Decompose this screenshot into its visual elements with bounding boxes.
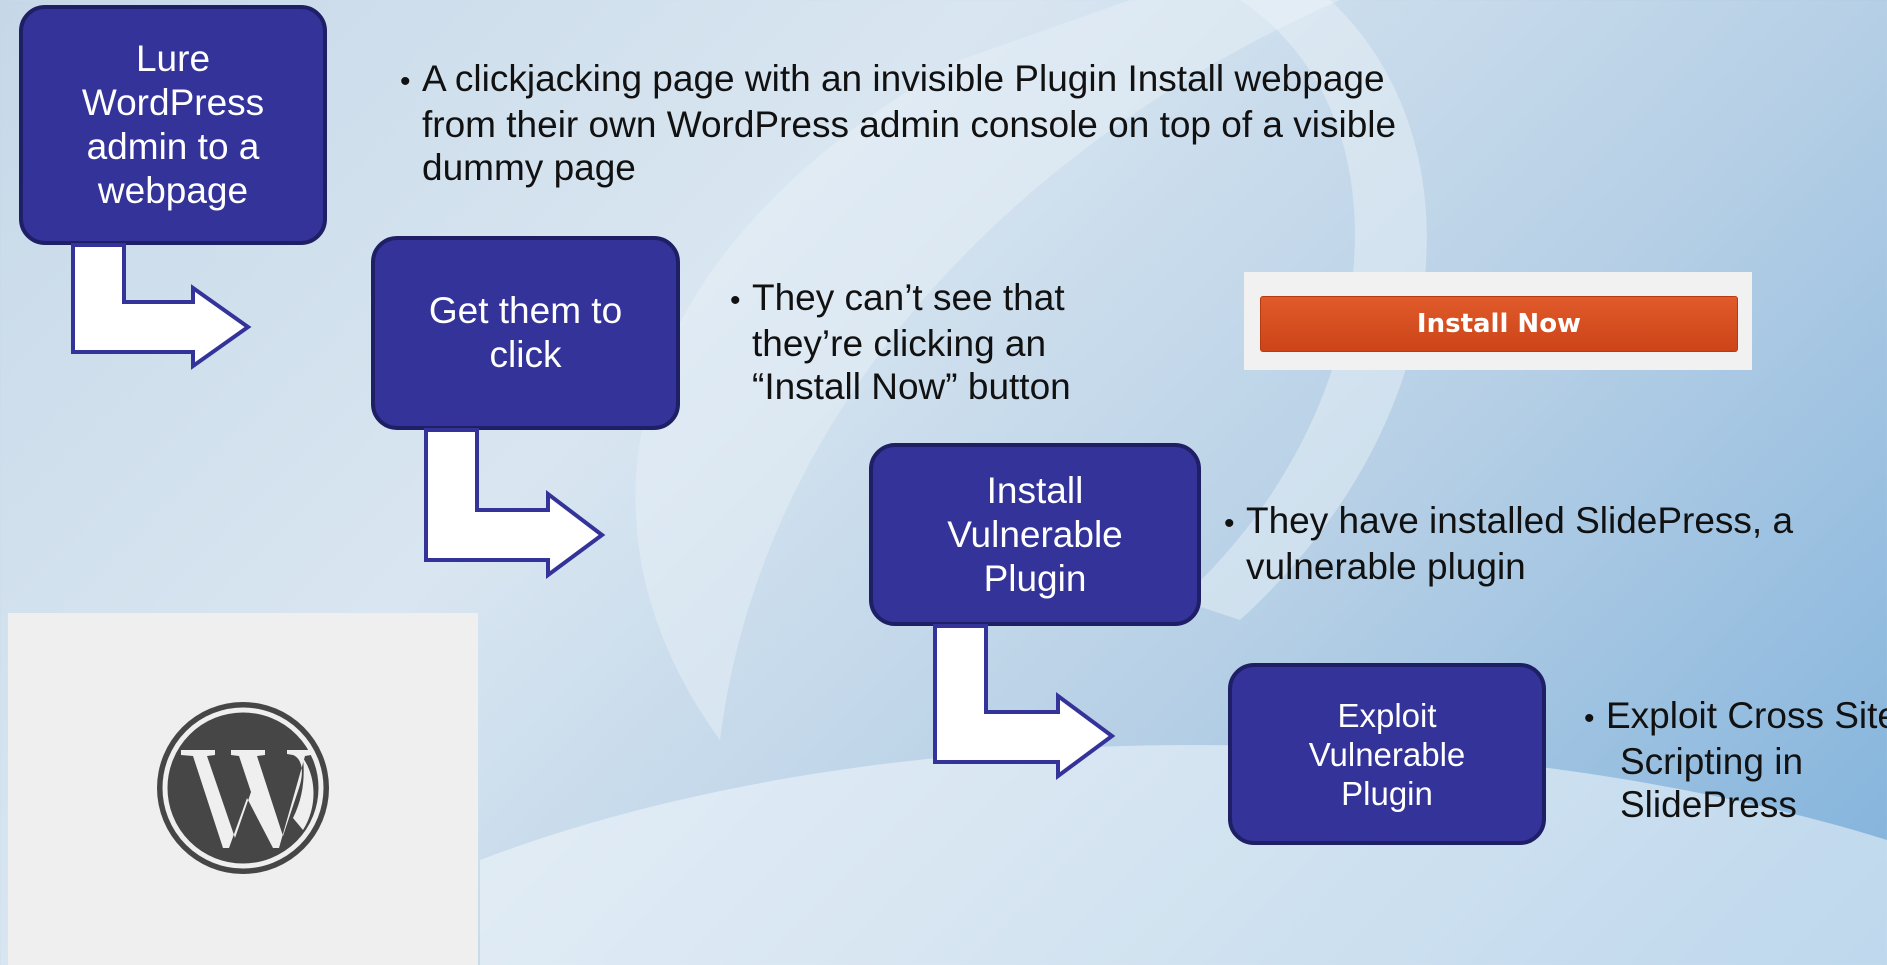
step-lure-line: admin to a [86,126,260,167]
step-box-install: Install Vulnerable Plugin [869,443,1201,626]
step-click-line: click [489,334,562,375]
step-lure-line: webpage [97,170,249,211]
step-exploit-line: Vulnerable [1308,735,1466,773]
step-box-exploit: Exploit Vulnerable Plugin [1228,663,1546,845]
install-now-button[interactable]: Install Now [1260,296,1738,352]
step-box-lure: Lure WordPress admin to a webpage [19,5,327,245]
step-install-line: Install [986,469,1084,511]
step-exploit-line: Exploit [1337,696,1437,734]
bullet-click-description: They can’t see that they’re clicking an … [730,276,1152,408]
step-install-line: Vulnerable [947,513,1123,555]
wordpress-logo-panel [8,613,478,965]
step-click-line: Get them to [428,290,623,331]
bullet-install-description: They have installed SlidePress, a vulner… [1224,499,1886,588]
bullet-lure-description: A clickjacking page with an invisible Pl… [400,57,1432,189]
install-now-screenshot: Install Now [1244,272,1752,370]
step-install-line: Plugin [983,557,1087,599]
step-box-click: Get them to click [371,236,680,430]
wordpress-logo-icon [157,702,329,874]
step-lure-line: Lure [135,38,211,79]
bullet-exploit-description: Exploit Cross Site Scripting in SlidePre… [1584,694,1887,826]
step-lure-line: WordPress [81,82,265,123]
step-exploit-line: Plugin [1341,774,1433,812]
